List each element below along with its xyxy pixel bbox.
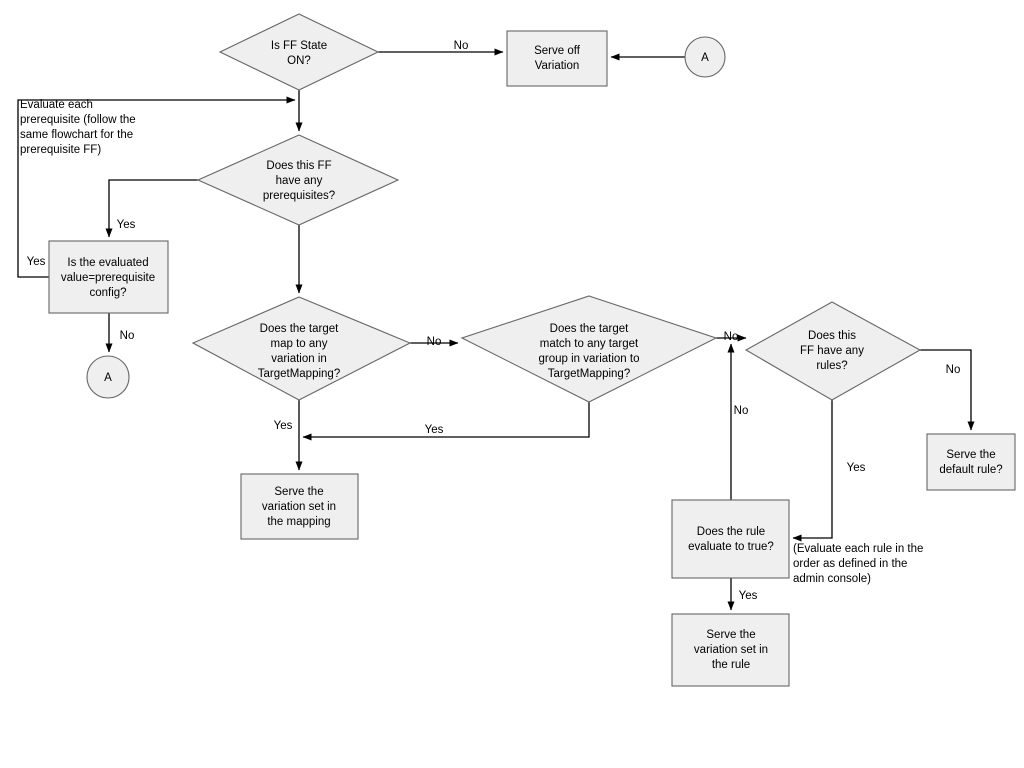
node-has-prerequisites[interactable]: Does this FF have any prerequisites? bbox=[196, 134, 400, 226]
edge-label-eval-prereq-no: No bbox=[120, 330, 135, 342]
node-serve-variation-mapping[interactable]: Serve the variation set in the mapping bbox=[240, 473, 359, 540]
node-label-line-2: variation in bbox=[271, 353, 327, 365]
edge-label-rule-true-yes: Yes bbox=[739, 590, 758, 602]
node-label-line-3: TargetMapping? bbox=[258, 368, 340, 380]
node-label-line-2: the rule bbox=[712, 659, 750, 671]
connector-shape bbox=[684, 36, 726, 78]
decision-shape bbox=[460, 295, 718, 403]
node-label-line-0: Is the evaluated bbox=[67, 257, 148, 269]
node-label-line-0: Does the target bbox=[550, 323, 629, 335]
edge-label-rules-no: No bbox=[946, 364, 961, 376]
decision-shape bbox=[218, 13, 380, 91]
process-shape bbox=[926, 433, 1016, 491]
edge-prereq-yes bbox=[105, 179, 198, 238]
node-connector-a-top[interactable]: A bbox=[684, 36, 726, 78]
note-line-2: admin console) bbox=[793, 573, 871, 585]
node-serve-variation-rule[interactable]: Serve the variation set in the rule bbox=[671, 613, 790, 687]
decision-shape bbox=[191, 296, 412, 401]
node-label-line-1: value=prerequisite bbox=[61, 272, 155, 284]
node-label-line-1: have any bbox=[276, 175, 323, 187]
edge-label-prereq-loop-yes: Yes bbox=[27, 256, 46, 268]
node-label-line-1: map to any bbox=[271, 338, 328, 350]
node-label-line-0: Serve the bbox=[274, 486, 323, 498]
node-label-line-1: default rule? bbox=[939, 464, 1002, 476]
node-label-line-0: Is FF State bbox=[271, 40, 327, 52]
edge-target-group-yes bbox=[302, 402, 590, 441]
edge-label-target-map-yes: Yes bbox=[274, 420, 293, 432]
node-label-line-1: variation set in bbox=[262, 501, 336, 513]
node-label-line-1: ON? bbox=[287, 55, 311, 67]
node-label-line-0: Does this FF bbox=[266, 160, 331, 172]
note-line-3: prerequisite FF) bbox=[20, 144, 101, 156]
process-shape bbox=[240, 473, 359, 540]
node-label-line-1: Variation bbox=[535, 60, 580, 72]
note-line-0: (Evaluate each rule in the bbox=[793, 543, 923, 555]
edge-label-target-group-yes: Yes bbox=[425, 424, 444, 436]
edge-label-target-group-no: No bbox=[724, 331, 739, 343]
decision-shape bbox=[744, 301, 922, 401]
node-label-line-2: the mapping bbox=[267, 516, 330, 528]
node-has-rules[interactable]: Does this FF have any rules? bbox=[744, 301, 922, 401]
node-connector-a-bottom[interactable]: A bbox=[86, 355, 130, 399]
edge-label-prereq-yes: Yes bbox=[117, 219, 136, 231]
edge-eval-prereq-yes-loop bbox=[17, 96, 296, 278]
node-rule-evaluate-true[interactable]: Does the rule evaluate to true? bbox=[671, 499, 790, 579]
note-rule-order: (Evaluate each rule in the order as defi… bbox=[793, 543, 923, 585]
node-label-line-1: match to any target bbox=[540, 338, 639, 350]
process-shape bbox=[671, 613, 790, 687]
node-label-line-0: Serve the bbox=[946, 449, 995, 461]
node-label-line-0: Does the target bbox=[260, 323, 339, 335]
node-label-line-0: Does the rule bbox=[697, 526, 765, 538]
node-is-ff-state-on[interactable]: Is FF State ON? bbox=[218, 13, 380, 91]
node-label-line-2: group in variation to bbox=[538, 353, 639, 365]
node-serve-default-rule[interactable]: Serve the default rule? bbox=[926, 433, 1016, 491]
node-label-line-1: FF have any bbox=[800, 345, 864, 357]
decision-shape bbox=[196, 134, 400, 226]
node-label-line-2: prerequisites? bbox=[263, 190, 335, 202]
process-shape bbox=[48, 240, 169, 314]
edge-label-target-map-no: No bbox=[427, 336, 442, 348]
node-label-line-1: variation set in bbox=[694, 644, 768, 656]
edge-rules-no bbox=[920, 349, 975, 431]
connector-shape bbox=[86, 355, 130, 399]
note-prerequisite: Evaluate each prerequisite (follow the s… bbox=[20, 99, 136, 156]
edge-label-rule-true-no: No bbox=[734, 405, 749, 417]
edge-label-ff-state-no: No bbox=[454, 40, 469, 52]
note-line-1: prerequisite (follow the bbox=[20, 114, 136, 126]
node-target-map-variation[interactable]: Does the target map to any variation in … bbox=[191, 296, 412, 401]
node-label-line-0: Does this bbox=[808, 330, 856, 342]
node-label-line-0: A bbox=[701, 52, 709, 64]
process-shape bbox=[671, 499, 790, 579]
node-label-line-0: A bbox=[104, 372, 112, 384]
node-target-group-match[interactable]: Does the target match to any target grou… bbox=[460, 295, 718, 403]
node-serve-off-variation[interactable]: Serve off Variation bbox=[506, 30, 608, 87]
process-shape bbox=[506, 30, 608, 87]
node-label-line-0: Serve off bbox=[534, 45, 581, 57]
node-label-line-3: TargetMapping? bbox=[548, 368, 630, 380]
edge-rules-yes bbox=[792, 400, 833, 542]
node-label-line-2: config? bbox=[89, 287, 126, 299]
node-label-line-2: rules? bbox=[816, 360, 847, 372]
note-line-0: Evaluate each bbox=[20, 99, 93, 111]
node-evaluated-value-prerequisite[interactable]: Is the evaluated value=prerequisite conf… bbox=[48, 240, 169, 314]
note-line-1: order as defined in the bbox=[793, 558, 907, 570]
node-label-line-0: Serve the bbox=[706, 629, 755, 641]
node-label-line-1: evaluate to true? bbox=[688, 541, 774, 553]
note-line-2: same flowchart for the bbox=[20, 129, 133, 141]
edge-label-rules-yes: Yes bbox=[847, 462, 866, 474]
